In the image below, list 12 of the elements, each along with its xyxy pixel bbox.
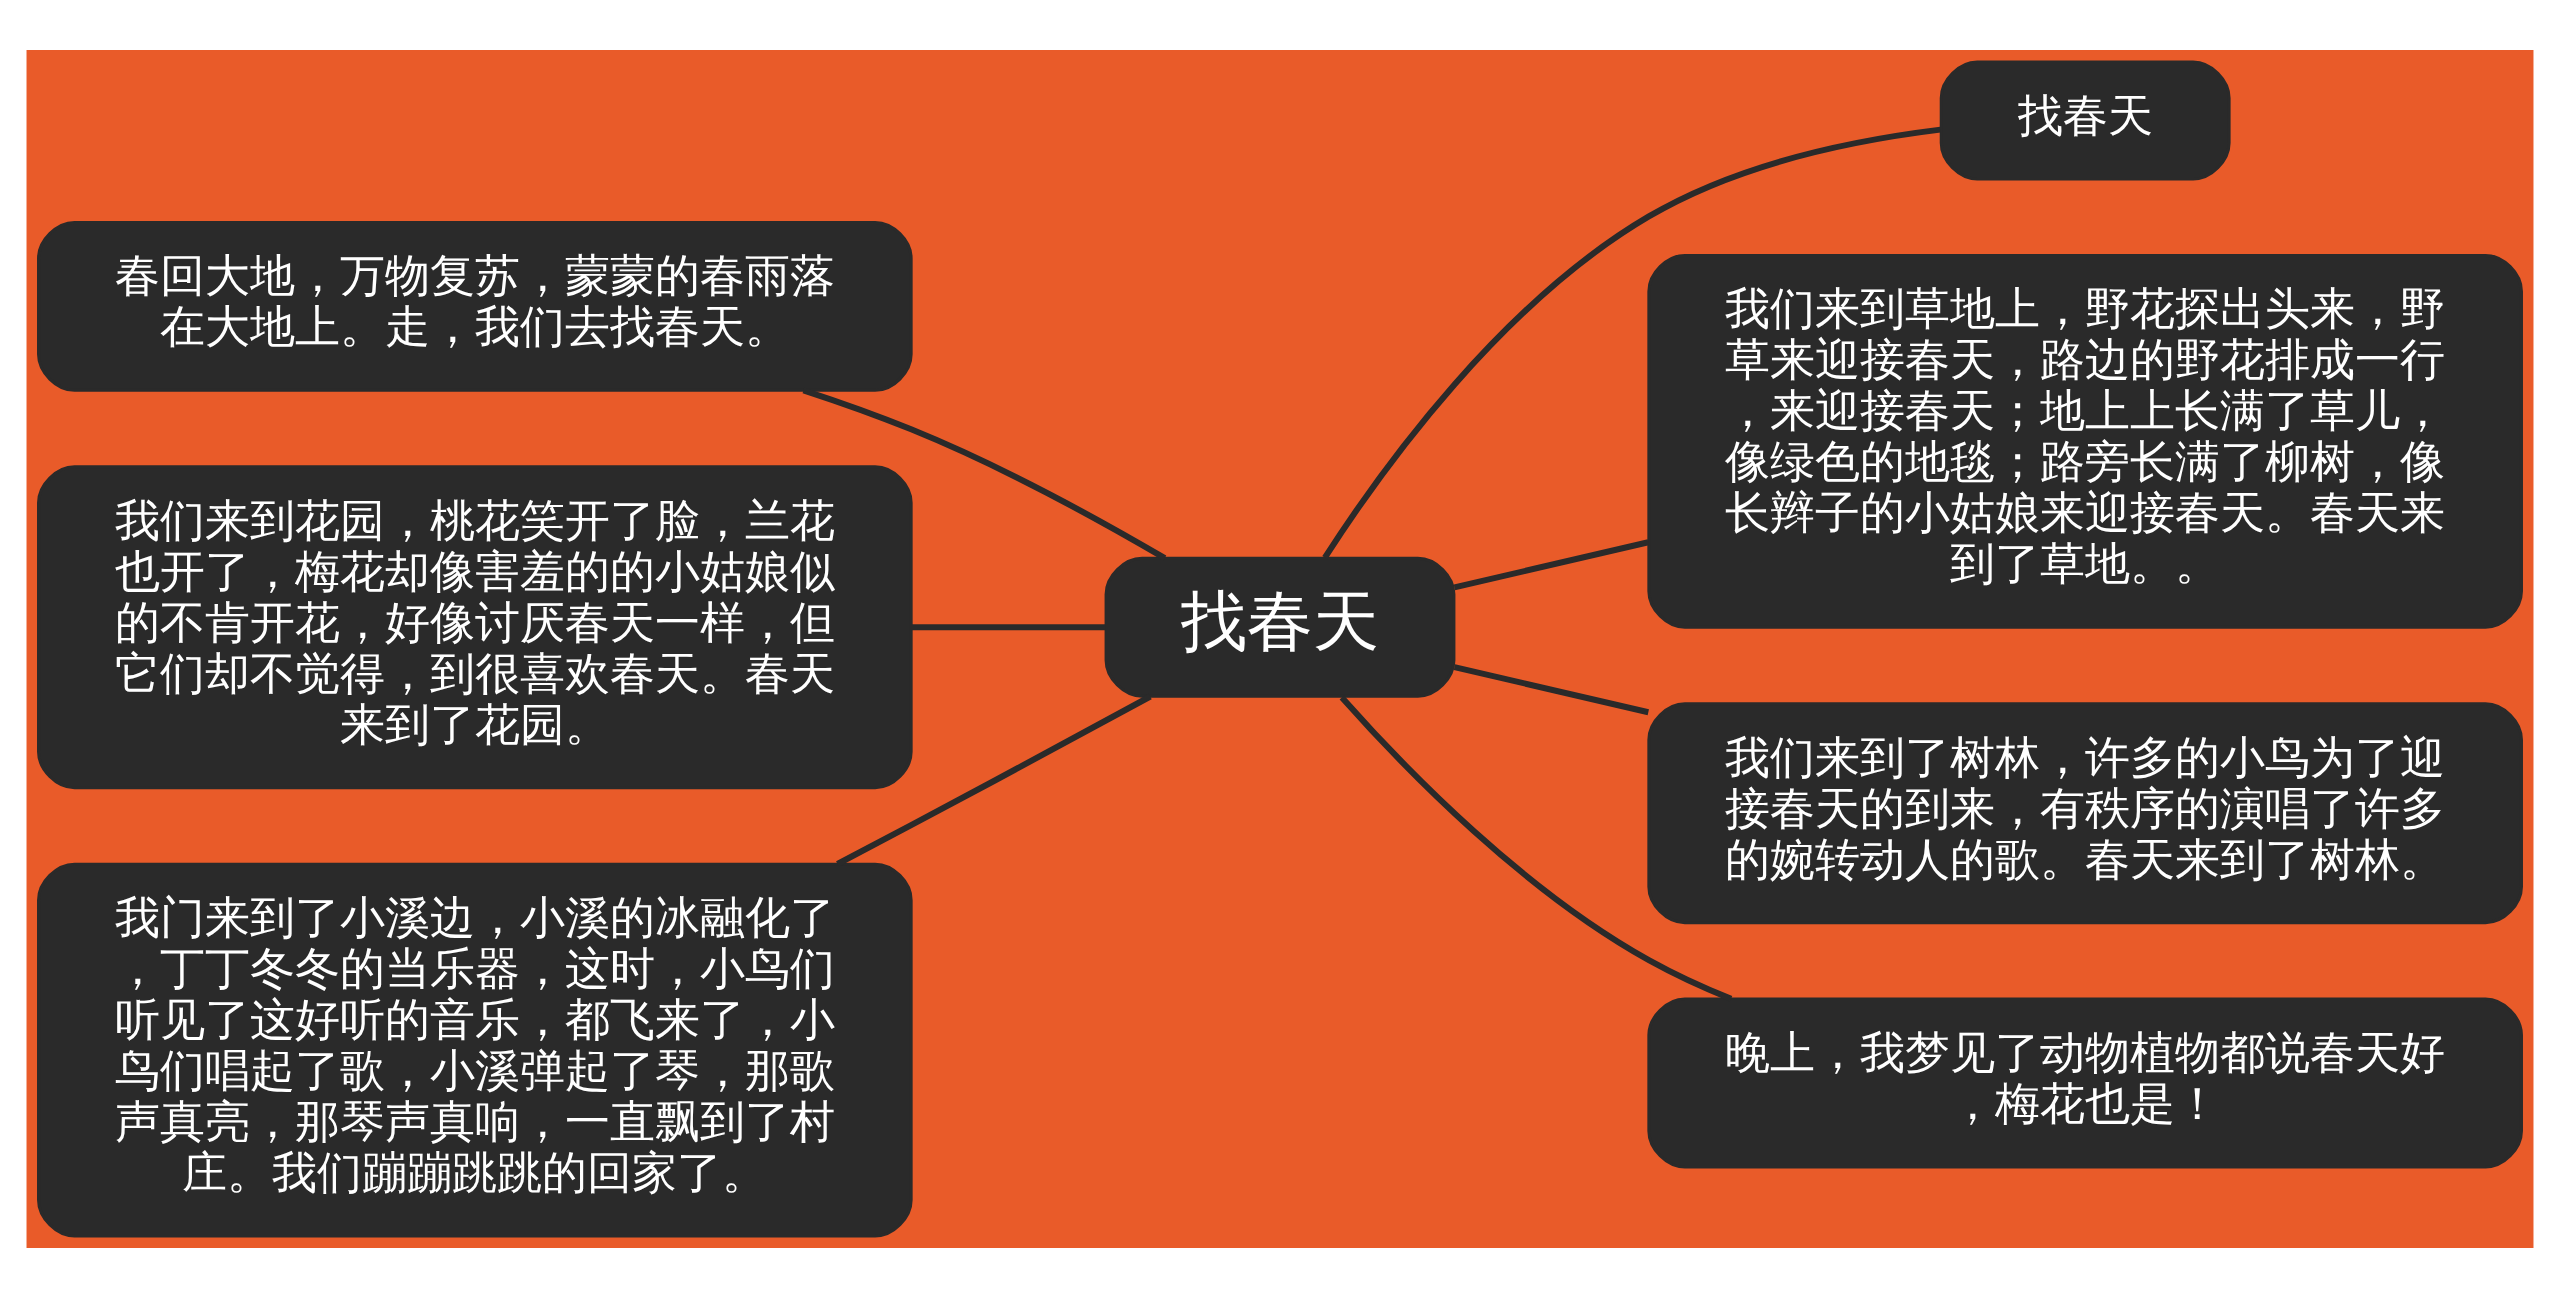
connector [1453, 538, 1649, 590]
node-box: 找春天 [1939, 60, 2231, 180]
node-box: 春回大地，万物复苏，蒙蒙的春雨落在大地上。走，我们去找春天。 [37, 220, 913, 392]
connector [1322, 126, 1941, 559]
node-box: 找春天 [1104, 556, 1456, 698]
connector [911, 623, 1106, 630]
node-box: 我门来到了小溪边，小溪的冰融化了，丁丁冬冬的当乐器，这时，小鸟们听见了这好听的音乐，都飞来了，小鸟们唱起了歌，小溪弹起了琴，那歌声真亮，那琴声真响，一直飘到了村庄。我们蹦蹦跳跳的回家了。 [37, 862, 913, 1237]
connector [1453, 663, 1649, 715]
node-box: 我们来到花园，桃花笑开了脸，兰花也开了，梅花却像害羞的的小姑娘似的不肯开花，好像讨厌春天一样，但它们却不觉得，到很喜欢春天。春天来到了花园。 [37, 464, 913, 789]
node-box: 我们来到草地上，野花探出头来，野草来迎接春天，路边的野花排成一行，来迎接春天；地上上长满了草儿，像绿色的地毯；路旁长满了柳树，像长辫子的小姑娘来迎接春天。春天来到了草地。。 [1647, 253, 2523, 629]
node-box: 晚上，我梦见了动物植物都说春天好，梅花也是！ [1647, 997, 2523, 1169]
node-box: 我们来到了树林，许多的小鸟为了迎接春天的到来，有秩序的演唱了许多的婉转动人的歌。春天来到了树林。 [1647, 701, 2523, 924]
